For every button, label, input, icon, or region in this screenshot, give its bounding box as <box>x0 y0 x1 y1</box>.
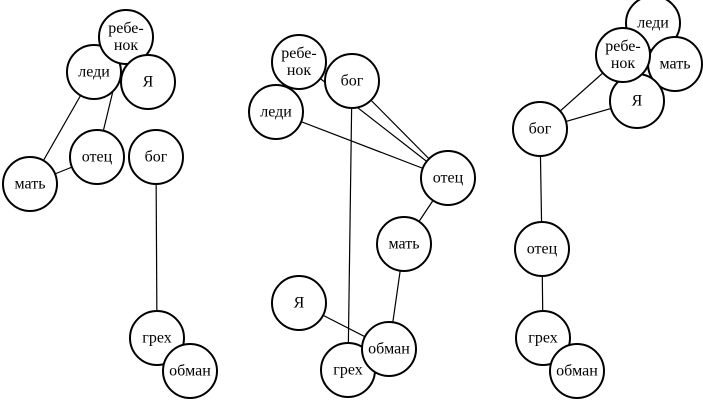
right-node-me-label: Я <box>632 93 643 110</box>
right-node-child-circle <box>595 27 651 83</box>
left-node-child: ребе-нок <box>98 9 154 65</box>
middle-node-mother-circle <box>376 216 432 272</box>
middle-edge-lady-father <box>275 111 449 179</box>
left-node-deceit: обман <box>162 343 218 399</box>
left-node-father: отец <box>69 129 125 185</box>
middle-node-god-label: бог <box>341 73 364 90</box>
left-node-father-label: отец <box>82 149 113 166</box>
right-node-sin-circle <box>515 310 571 366</box>
middle-node-me: Я <box>271 275 327 331</box>
left-node-sin-label: грех <box>142 330 171 347</box>
left-node-me-label: Я <box>143 74 154 91</box>
left-node-deceit-label: обман <box>169 363 211 380</box>
right-node-child: ребе-нок <box>595 27 651 83</box>
middle-node-mother: мать <box>376 216 432 272</box>
middle-node-lady: леди <box>248 84 304 140</box>
middle-node-father-circle <box>420 150 476 206</box>
middle-node-father-label: отец <box>433 170 464 187</box>
middle-node-deceit: обман <box>361 321 417 377</box>
middle-node-child-label: нок <box>287 62 312 79</box>
right-node-father-label: отец <box>527 241 558 258</box>
left-node-lady-circle <box>66 44 122 100</box>
middle-edge-child-father <box>298 61 449 179</box>
right-node-deceit-circle <box>549 343 605 399</box>
left-node-god: бог <box>128 129 184 185</box>
left-node-god-circle <box>128 129 184 185</box>
right-node-deceit-label: обман <box>556 363 598 380</box>
left-edge-god-sin <box>155 156 158 339</box>
right-node-deceit: обман <box>549 343 605 399</box>
right-node-child-label: ребе- <box>605 38 640 55</box>
right-node-god-label: бог <box>529 121 552 138</box>
middle-node-child-label: ребе- <box>281 45 316 62</box>
right-node-god: бог <box>512 101 568 157</box>
middle-node-mother-label: мать <box>389 236 420 253</box>
left-node-child-circle <box>98 9 154 65</box>
middle-node-deceit-circle <box>361 321 417 377</box>
middle-node-father: отец <box>420 150 476 206</box>
left-node-god-label: бог <box>145 149 168 166</box>
left-node-child-label: нок <box>114 37 139 54</box>
left-node-father-circle <box>69 129 125 185</box>
left-node-me-circle <box>120 54 176 110</box>
left-node-child-label: ребе- <box>108 20 143 37</box>
middle-node-sin-label: грех <box>333 362 362 379</box>
middle-node-deceit-label: обман <box>368 341 410 358</box>
right-node-child-label: нок <box>611 55 636 72</box>
right-node-sin-label: грех <box>528 330 557 347</box>
right-node-mother-label: мать <box>660 56 691 73</box>
middle-node-god-circle <box>324 53 380 109</box>
middle-node-child-circle <box>271 34 327 90</box>
right-node-sin: грех <box>515 310 571 366</box>
middle-node-god: бог <box>324 53 380 109</box>
middle-node-child: ребе-нок <box>271 34 327 90</box>
left-node-lady: леди <box>66 44 122 100</box>
middle-node-me-circle <box>271 275 327 331</box>
middle-node-lady-circle <box>248 84 304 140</box>
right-node-god-circle <box>512 101 568 157</box>
left-node-mother-circle <box>2 156 58 212</box>
left-node-deceit-circle <box>162 343 218 399</box>
right-node-lady-label: леди <box>637 15 669 32</box>
middle-node-sin: грех <box>320 342 376 398</box>
right-node-father: отец <box>514 221 570 277</box>
left-node-mother: мать <box>2 156 58 212</box>
left-node-me: Я <box>120 54 176 110</box>
right-node-father-circle <box>514 221 570 277</box>
middle-node-lady-label: леди <box>260 104 292 121</box>
left-node-mother-label: мать <box>15 176 46 193</box>
left-node-lady-label: леди <box>78 64 110 81</box>
right-node-mother: мать <box>647 36 703 92</box>
middle-edge-god-sin <box>347 80 353 371</box>
middle-node-me-label: Я <box>294 295 305 312</box>
